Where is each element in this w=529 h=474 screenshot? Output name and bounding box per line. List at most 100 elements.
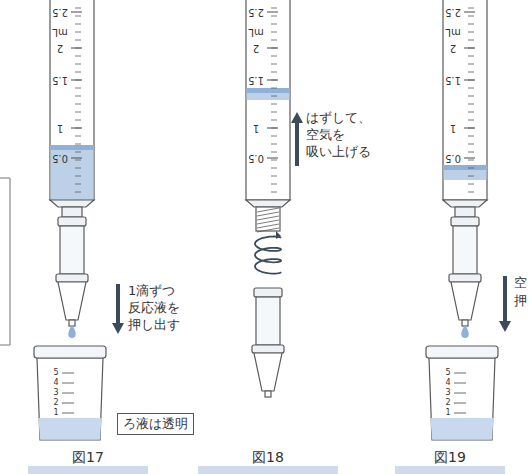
filter-connector-ring: [451, 217, 479, 226]
thread-line: [257, 228, 279, 232]
minor-tick: [75, 88, 81, 89]
syringe-barrel: [246, 0, 290, 200]
minor-tick: [468, 8, 474, 9]
minor-tick: [468, 56, 474, 57]
thread-line: [257, 212, 279, 216]
barrel-end: [443, 200, 487, 207]
cup-tick: [454, 403, 466, 404]
minor-tick: [271, 160, 277, 161]
thread-line: [257, 220, 279, 224]
caption-bar: [198, 466, 338, 474]
filter-lower-ring: [252, 345, 284, 353]
minor-tick: [271, 88, 277, 89]
minor-tick: [468, 168, 474, 169]
scale-number: 1: [450, 123, 456, 133]
liquid: [247, 88, 290, 100]
drop: [68, 325, 76, 338]
scale-number: 0.5: [248, 153, 264, 163]
cup-scale-number: 4: [445, 379, 450, 387]
filter-tip: [265, 391, 271, 397]
minor-tick: [271, 136, 277, 137]
thread-line: [257, 216, 279, 220]
scale-number: 2: [57, 43, 63, 53]
minor-tick: [468, 40, 474, 41]
cup-body: [429, 358, 495, 440]
major-tick: [464, 47, 475, 48]
cup-scale-number: 1: [53, 409, 58, 417]
cup-rim: [34, 346, 106, 358]
instruction-text: 空: [514, 276, 527, 289]
luer-hub: [455, 207, 475, 217]
caption-bar: [28, 466, 148, 474]
panel-edge: [0, 178, 10, 345]
minor-tick: [75, 64, 81, 65]
up-arrow-shaft: [295, 122, 299, 166]
scale-number: 2.5: [248, 7, 264, 17]
liquid: [51, 145, 94, 200]
luer-hub: [62, 207, 82, 217]
minor-tick: [75, 24, 81, 25]
minor-tick: [468, 16, 474, 17]
minor-tick: [271, 72, 277, 73]
minor-tick: [468, 144, 474, 145]
scale-number: 1: [253, 123, 259, 133]
cup-rim: [426, 346, 498, 358]
minor-tick: [75, 152, 81, 153]
filter-funnel: [58, 282, 86, 320]
minor-tick: [75, 104, 81, 105]
minor-tick: [271, 96, 277, 97]
up-arrow-head: [291, 112, 303, 123]
major-tick: [71, 79, 82, 80]
down-arrow-shaft: [116, 284, 120, 324]
thread-line: [257, 208, 279, 212]
minor-tick: [468, 64, 474, 65]
minor-tick: [75, 160, 81, 161]
filter-body: [60, 226, 84, 274]
minor-tick: [271, 104, 277, 105]
down-arrow-head: [499, 321, 511, 332]
cup-tick: [62, 383, 74, 384]
cup-scale-number: 3: [53, 389, 58, 397]
minor-tick: [75, 96, 81, 97]
cup-tick: [454, 393, 466, 394]
major-tick: [267, 47, 278, 48]
scale-number: 0.5: [445, 153, 461, 163]
minor-tick: [468, 192, 474, 193]
filter-funnel: [451, 282, 479, 320]
minor-tick: [468, 96, 474, 97]
twist-symbol: [255, 236, 281, 273]
cup-tick: [454, 413, 466, 414]
filter-connector-ring: [58, 217, 86, 226]
minor-tick: [75, 176, 81, 177]
minor-tick: [271, 184, 277, 185]
cup-scale-number: 3: [445, 389, 450, 397]
major-tick: [71, 47, 82, 48]
liquid-surface: [444, 165, 487, 170]
filter-lower-ring: [56, 274, 88, 282]
minor-tick: [271, 40, 277, 41]
twist-arrowhead: [276, 231, 281, 239]
syringe-barrel: [443, 0, 487, 200]
minor-tick: [271, 8, 277, 9]
minor-tick: [75, 40, 81, 41]
cup-tick: [454, 383, 466, 384]
cup-scale-number: 5: [53, 369, 58, 377]
scale-number: 2: [450, 43, 456, 53]
minor-tick: [271, 112, 277, 113]
minor-tick: [75, 112, 81, 113]
minor-tick: [271, 192, 277, 193]
filter-lower-ring: [449, 274, 481, 282]
cup-scale-number: 4: [53, 379, 58, 387]
barrel-end: [50, 200, 94, 207]
major-tick: [464, 157, 475, 158]
minor-tick: [271, 168, 277, 169]
cup-tick: [62, 373, 74, 374]
filter-funnel: [254, 353, 282, 391]
filter-body: [453, 226, 477, 274]
minor-tick: [271, 120, 277, 121]
major-tick: [464, 11, 475, 12]
filtrate: [39, 418, 102, 439]
major-tick: [71, 127, 82, 128]
minor-tick: [75, 184, 81, 185]
